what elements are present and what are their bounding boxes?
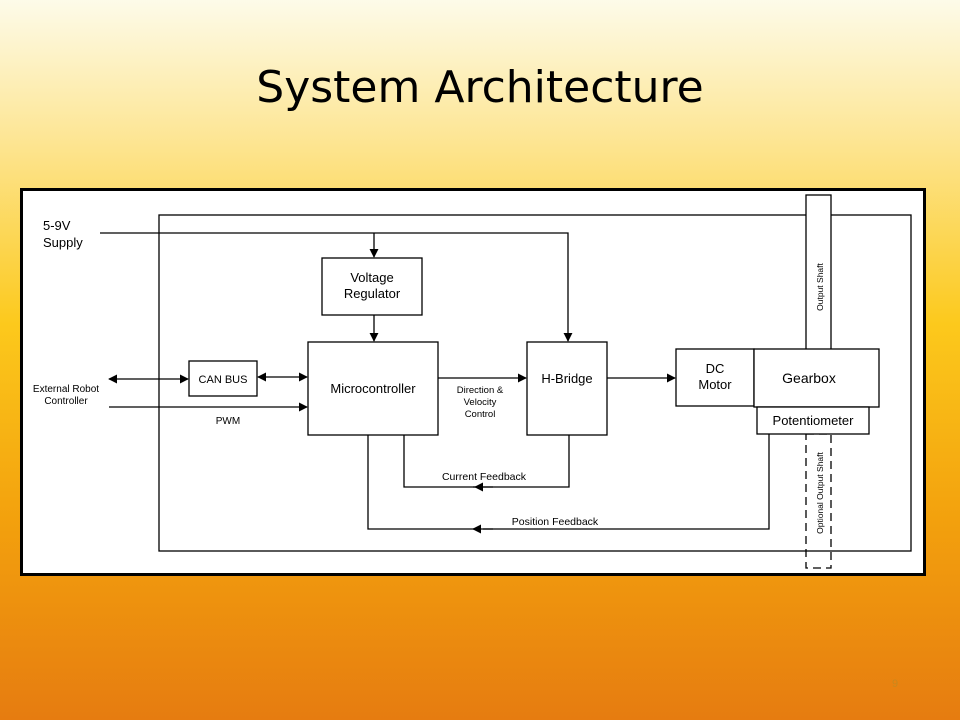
- current-feedback-line: [473, 435, 570, 488]
- architecture-diagram: 5-9V Supply External Robot Controller Vo…: [20, 188, 926, 576]
- direction-label-2: Velocity: [464, 397, 497, 408]
- optional-output-shaft-label: Optional Output Shaft: [815, 451, 825, 533]
- supply-line: [100, 232, 573, 342]
- supply-label-2: Supply: [43, 235, 83, 250]
- can-bus-block: [188, 360, 258, 397]
- dc-motor-label-2: Motor: [698, 377, 732, 392]
- diagram-canvas: 5-9V Supply External Robot Controller Vo…: [33, 194, 912, 569]
- hbridge-label: H-Bridge: [541, 371, 592, 386]
- gearbox-block: [753, 348, 880, 408]
- position-feedback-label: Position Feedback: [512, 516, 599, 528]
- potentiometer-block: [756, 406, 870, 435]
- optional-output-shaft-outline: [805, 433, 832, 569]
- slide-title: System Architecture: [256, 62, 704, 113]
- microcontroller-label: Microcontroller: [330, 381, 416, 396]
- potentiometer-label: Potentiometer: [773, 413, 855, 428]
- voltage-regulator-block: [321, 257, 423, 316]
- gearbox-label: Gearbox: [782, 370, 836, 386]
- current-feedback-return: [403, 435, 475, 488]
- microcontroller-block: [307, 341, 439, 436]
- hbridge-block: [526, 341, 608, 436]
- external-controller-label-1: External Robot: [33, 384, 99, 395]
- external-controller-label-2: Controller: [44, 396, 88, 407]
- supply-label-1: 5-9V: [43, 218, 71, 233]
- position-feedback-line: [483, 434, 770, 530]
- direction-label-1: Direction &: [457, 385, 504, 396]
- page-number: 9: [892, 678, 899, 690]
- direction-label-3: Control: [465, 409, 496, 420]
- output-shaft-label: Output Shaft: [815, 263, 825, 311]
- position-feedback-return: [367, 435, 475, 530]
- pwm-label: PWM: [216, 416, 240, 427]
- dc-motor-label-1: DC: [706, 361, 725, 376]
- voltage-regulator-label-1: Voltage: [350, 270, 393, 285]
- can-bus-label: CAN BUS: [199, 374, 248, 386]
- current-feedback-label: Current Feedback: [442, 471, 527, 483]
- voltage-regulator-label-2: Regulator: [344, 286, 401, 301]
